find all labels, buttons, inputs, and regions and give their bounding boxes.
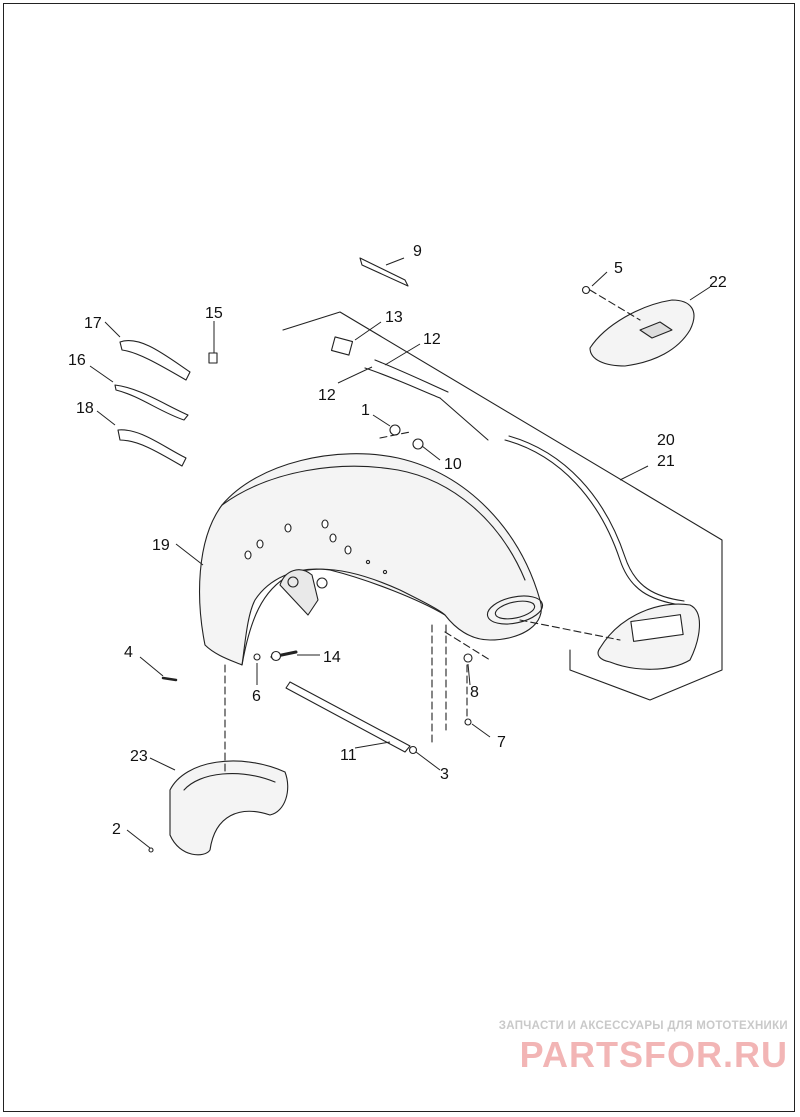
callout-15: 15 xyxy=(205,305,223,322)
fender-crown-line xyxy=(221,465,526,581)
fender-inner-edge xyxy=(241,568,446,666)
screw-3 xyxy=(408,745,418,755)
screw-2 xyxy=(148,847,154,853)
emblem-plate-15 xyxy=(208,352,218,364)
callout-10: 10 xyxy=(444,456,462,473)
callout-3: 3 xyxy=(440,766,449,783)
screw-5 xyxy=(581,285,591,295)
callout-5: 5 xyxy=(614,260,623,277)
callout-13: 13 xyxy=(385,309,403,326)
callout-21: 21 xyxy=(657,453,675,470)
callout-20: 20 xyxy=(657,432,675,449)
support-strip xyxy=(285,681,411,753)
page-border xyxy=(3,3,795,1112)
nut-10 xyxy=(412,438,424,450)
callout-8: 8 xyxy=(470,684,479,701)
watermark-caption: ЗАПЧАСТИ И АКСЕССУАРЫ ДЛЯ МОТОТЕХНИКИ xyxy=(498,1020,788,1032)
callout-17: 17 xyxy=(84,315,102,332)
callout-14: 14 xyxy=(323,649,341,666)
cable-tie xyxy=(359,257,409,287)
emblem-script-18 xyxy=(117,429,187,467)
trim-emblem xyxy=(639,321,673,339)
tail-lamp-lens xyxy=(630,614,684,642)
nut-1 xyxy=(389,424,401,436)
callout-4: 4 xyxy=(124,644,133,661)
tail-light-opening xyxy=(486,595,544,625)
screw-4 xyxy=(161,676,178,682)
washer-7 xyxy=(464,718,472,726)
callout-7: 7 xyxy=(497,734,506,751)
nut-8 xyxy=(463,653,473,663)
callout-2: 2 xyxy=(112,821,121,838)
callout-12b: 12 xyxy=(318,387,336,404)
tail-light-opening-inner xyxy=(494,600,536,620)
callout-numbers: 9 5 22 13 12 12 1 10 20 21 19 4 14 6 8 7… xyxy=(68,243,727,838)
fasteners xyxy=(148,285,591,853)
callout-12a: 12 xyxy=(423,331,441,348)
washer-6 xyxy=(253,653,261,661)
fender-strut-bracket xyxy=(279,569,319,616)
callout-23: 23 xyxy=(130,748,148,765)
watermark-logo: PARTSFOR.RU xyxy=(519,1034,788,1075)
fender-trim xyxy=(589,299,695,367)
harness-panel-outline xyxy=(282,311,723,701)
fender-skirt xyxy=(169,760,289,856)
emblem-script-16 xyxy=(114,384,189,421)
callout-22: 22 xyxy=(709,274,727,291)
callout-9: 9 xyxy=(413,243,422,260)
callout-18: 18 xyxy=(76,400,94,417)
callout-leaders xyxy=(89,257,711,849)
rear-fender xyxy=(199,453,542,666)
callout-6: 6 xyxy=(252,688,261,705)
callout-19: 19 xyxy=(152,537,170,554)
callout-1: 1 xyxy=(361,402,370,419)
fender-mounting-holes xyxy=(244,519,388,575)
callout-11: 11 xyxy=(340,747,357,764)
connector xyxy=(330,336,354,356)
emblem-script-17 xyxy=(119,340,191,381)
wiring-harness xyxy=(504,439,681,606)
assembly-guide-lines xyxy=(224,289,641,776)
callout-16: 16 xyxy=(68,352,86,369)
wire-strap xyxy=(364,367,441,399)
